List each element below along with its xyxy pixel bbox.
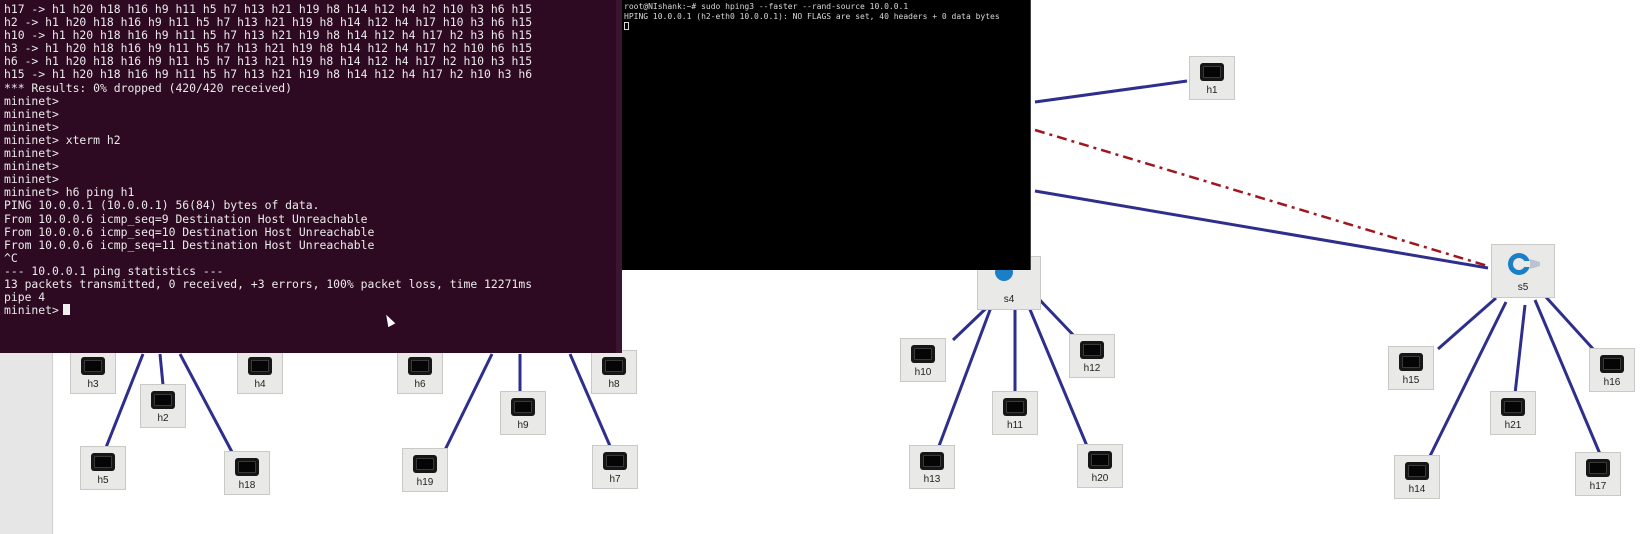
terminal-prompt: mininet> [4, 303, 59, 318]
computer-icon [1501, 398, 1525, 416]
terminal-line: mininet> [4, 93, 59, 108]
terminal-line: h17 -> h1 h20 h18 h16 h9 h11 h5 h7 h13 h… [4, 2, 533, 16]
link-s5-h17 [1533, 299, 1602, 455]
host-h17[interactable]: h17 [1575, 452, 1621, 496]
link-s5-h14 [1428, 301, 1508, 457]
terminal-line: mininet> [4, 146, 59, 161]
computer-icon [1405, 462, 1429, 480]
computer-icon [602, 357, 626, 375]
terminal-scrollbar[interactable] [616, 0, 622, 353]
switch-icon [1508, 253, 1540, 275]
host-h2[interactable]: h2 [140, 384, 186, 428]
terminal-line: 13 packets transmitted, 0 received, +3 e… [4, 276, 533, 291]
terminal-line: mininet> [4, 159, 59, 174]
terminal-output: h17 -> h1 h20 h18 h16 h9 h11 h5 h7 h13 h… [0, 0, 622, 320]
host-h6[interactable]: h6 [397, 350, 443, 394]
computer-icon [1003, 398, 1027, 416]
host-h8[interactable]: h8 [591, 350, 637, 394]
host-h15[interactable]: h15 [1388, 346, 1434, 390]
host-h9[interactable]: h9 [500, 391, 546, 435]
switch-label: s4 [1003, 294, 1015, 305]
terminal-line: h15 -> h1 h20 h18 h16 h9 h11 h5 h7 h13 h… [4, 67, 533, 82]
computer-icon [1586, 459, 1610, 477]
terminal-line: *** Results: 0% dropped (420/420 receive… [4, 80, 293, 95]
switch-s5[interactable]: s5 [1491, 244, 1555, 298]
computer-icon [413, 455, 437, 473]
terminal-line: h3 -> h1 h20 h18 h16 h9 h11 h5 h7 h13 h2… [4, 41, 533, 56]
link-s5-h16 [1543, 294, 1596, 352]
computer-icon [1080, 341, 1104, 359]
terminal-line: mininet> [4, 106, 59, 121]
attack-link-h2-s5 [1034, 128, 1489, 268]
link-s4-h1 [1034, 79, 1188, 104]
terminal-line: --- 10.0.0.1 ping statistics --- [4, 263, 224, 278]
link-s1-h5 [101, 353, 145, 456]
computer-icon [248, 357, 272, 375]
terminal-line: mininet> [4, 119, 59, 134]
computer-icon [91, 453, 115, 471]
host-h20[interactable]: h20 [1077, 444, 1123, 488]
computer-icon [235, 458, 259, 476]
computer-icon [511, 398, 535, 416]
switch-label: s5 [1517, 282, 1529, 293]
host-h7[interactable]: h7 [592, 445, 638, 489]
terminal-line: mininet> [4, 172, 59, 187]
computer-icon [1088, 451, 1112, 469]
terminal-cursor [62, 304, 70, 316]
terminal-line: From 10.0.0.6 icmp_seq=11 Destination Ho… [4, 237, 375, 252]
terminal-line: pipe 4 [4, 290, 46, 305]
terminal-line: h10 -> h1 h20 h18 h16 h9 h11 h5 h7 h13 h… [4, 28, 533, 43]
host-h21[interactable]: h21 [1490, 391, 1536, 435]
link-s4-h13 [937, 301, 995, 447]
link-s5-h15 [1437, 296, 1497, 351]
host-h4[interactable]: h4 [237, 350, 283, 394]
link-s1-h2 [158, 353, 165, 386]
computer-icon [81, 357, 105, 375]
computer-icon [920, 452, 944, 470]
terminal-line: h2 -> h1 h20 h18 h16 h9 h11 h5 h7 h13 h2… [4, 15, 533, 30]
host-h1[interactable]: h1 [1189, 56, 1235, 100]
computer-icon [911, 345, 935, 363]
xterm-h2-output: root@NIshank:~# sudo hping3 --faster --r… [622, 0, 1030, 34]
xterm-h2-line: HPING 10.0.0.1 (h2-eth0 10.0.0.1): NO FL… [624, 12, 1000, 21]
host-h12[interactable]: h12 [1069, 334, 1115, 378]
host-h13[interactable]: h13 [909, 445, 955, 489]
host-h14[interactable]: h14 [1394, 455, 1440, 499]
computer-icon [1399, 353, 1423, 371]
link-s4-h12 [1034, 294, 1080, 342]
terminal-cursor [624, 22, 629, 30]
host-h10[interactable]: h10 [900, 338, 946, 382]
xterm-h2-window[interactable]: root@NIshank:~# sudo hping3 --faster --r… [622, 0, 1031, 270]
terminal-line: ^C [4, 250, 18, 265]
host-h18[interactable]: h18 [224, 451, 270, 495]
host-h11[interactable]: h11 [992, 391, 1038, 435]
mininet-terminal-window[interactable]: h17 -> h1 h20 h18 h16 h9 h11 h5 h7 h13 h… [0, 0, 622, 353]
terminal-line: mininet> h6 ping h1 [4, 185, 135, 200]
computer-icon [1600, 355, 1624, 373]
link-s4-h20 [1024, 299, 1089, 447]
computer-icon [1200, 63, 1224, 81]
terminal-line: PING 10.0.0.1 (10.0.0.1) 56(84) bytes of… [4, 198, 320, 213]
xterm-h2-line: root@NIshank:~# sudo hping3 --faster --r… [624, 2, 909, 11]
link-s1-h18 [178, 353, 234, 453]
computer-icon [151, 391, 175, 409]
computer-icon [408, 357, 432, 375]
host-h3[interactable]: h3 [70, 350, 116, 394]
link-s5-h21 [1513, 304, 1527, 395]
terminal-line: From 10.0.0.6 icmp_seq=9 Destination Hos… [4, 211, 368, 226]
computer-icon [603, 452, 627, 470]
host-h19[interactable]: h19 [402, 448, 448, 492]
link-s4-s5 [1034, 189, 1489, 270]
terminal-line: From 10.0.0.6 icmp_seq=10 Destination Ho… [4, 224, 375, 239]
link-s2-h7 [568, 353, 612, 447]
terminal-line: mininet> xterm h2 [4, 132, 121, 147]
host-h16[interactable]: h16 [1589, 348, 1635, 392]
link-s2-h19 [443, 353, 494, 451]
host-h5[interactable]: h5 [80, 446, 126, 490]
terminal-line: h6 -> h1 h20 h18 h16 h9 h11 h5 h7 h13 h2… [4, 54, 533, 69]
